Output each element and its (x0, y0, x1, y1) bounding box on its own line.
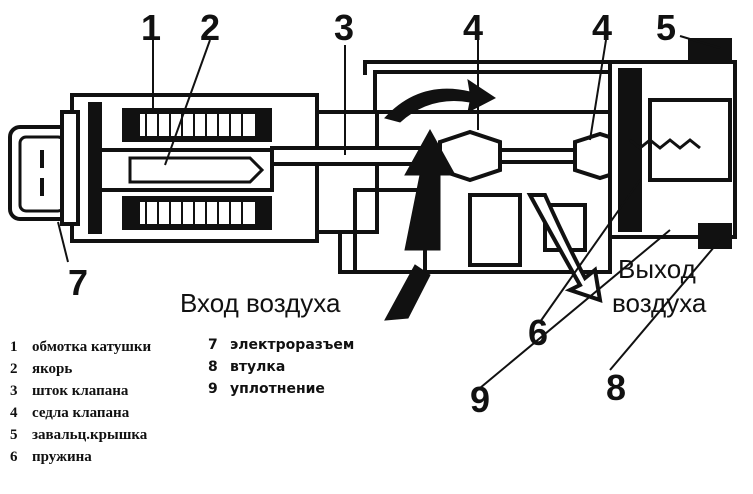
air-outlet-label-line1: Выход (618, 254, 696, 284)
callout-9: 9 (470, 379, 490, 420)
legend-item: 5 завальц.крышка (10, 424, 151, 446)
coil-winding-top (122, 108, 272, 142)
legend-number: 7 (208, 337, 218, 353)
legend-number: 6 (10, 449, 18, 465)
legend-text: якорь (32, 361, 73, 377)
callout-5: 5 (656, 7, 676, 48)
legend-number: 5 (10, 427, 18, 443)
crimped-end-cap (608, 38, 737, 249)
callout-4a: 4 (463, 7, 483, 48)
legend-item: 1 обмотка катушки (10, 336, 151, 358)
legend-text: завальц.крышка (32, 427, 148, 443)
callout-2: 2 (200, 7, 220, 48)
airflow-arrows (384, 78, 603, 321)
air-outlet-label-line2: воздуха (612, 288, 707, 318)
arrow-bottom-in-icon (384, 264, 431, 321)
legend-text: шток клапана (32, 383, 129, 399)
callout-1: 1 (141, 7, 161, 48)
legend-item: 4 седла клапана (10, 402, 151, 424)
callout-3: 3 (334, 7, 354, 48)
arrow-in-icon (404, 128, 456, 251)
legend-item: 8 втулка (208, 356, 354, 378)
callout-4b: 4 (592, 7, 612, 48)
leader-lines (57, 35, 721, 389)
legend-number: 1 (10, 339, 18, 355)
legend-number: 9 (208, 381, 218, 397)
callout-6: 6 (528, 312, 548, 353)
air-inlet-label: Вход воздуха (180, 288, 341, 318)
legend-text: втулка (230, 359, 286, 375)
legend-text: седла клапана (32, 405, 130, 421)
legend-item: 7 электроразъем (208, 334, 354, 356)
legend-text: уплотнение (230, 381, 325, 397)
callout-8: 8 (606, 367, 626, 408)
legend-item: 9 уплотнение (208, 378, 354, 400)
legend-item: 6 пружина (10, 446, 151, 468)
legend-text: пружина (32, 449, 92, 465)
legend-item: 3 шток клапана (10, 380, 151, 402)
legend-number: 3 (10, 383, 18, 399)
armature (98, 148, 274, 192)
arrow-top-icon (384, 78, 496, 123)
legend-text: обмотка катушки (32, 339, 152, 355)
callout-7: 7 (68, 262, 88, 303)
legend-number: 8 (208, 359, 218, 375)
coil-winding-bottom (122, 196, 272, 230)
legend-text: электроразъем (230, 337, 355, 353)
arrow-out-icon (526, 193, 603, 303)
legend-right: 7 электроразъем 8 втулка 9 уплотнение (208, 334, 354, 400)
legend-number: 4 (10, 405, 18, 421)
spring (629, 138, 701, 150)
legend-number: 2 (10, 361, 18, 377)
legend-item: 2 якорь (10, 358, 151, 380)
